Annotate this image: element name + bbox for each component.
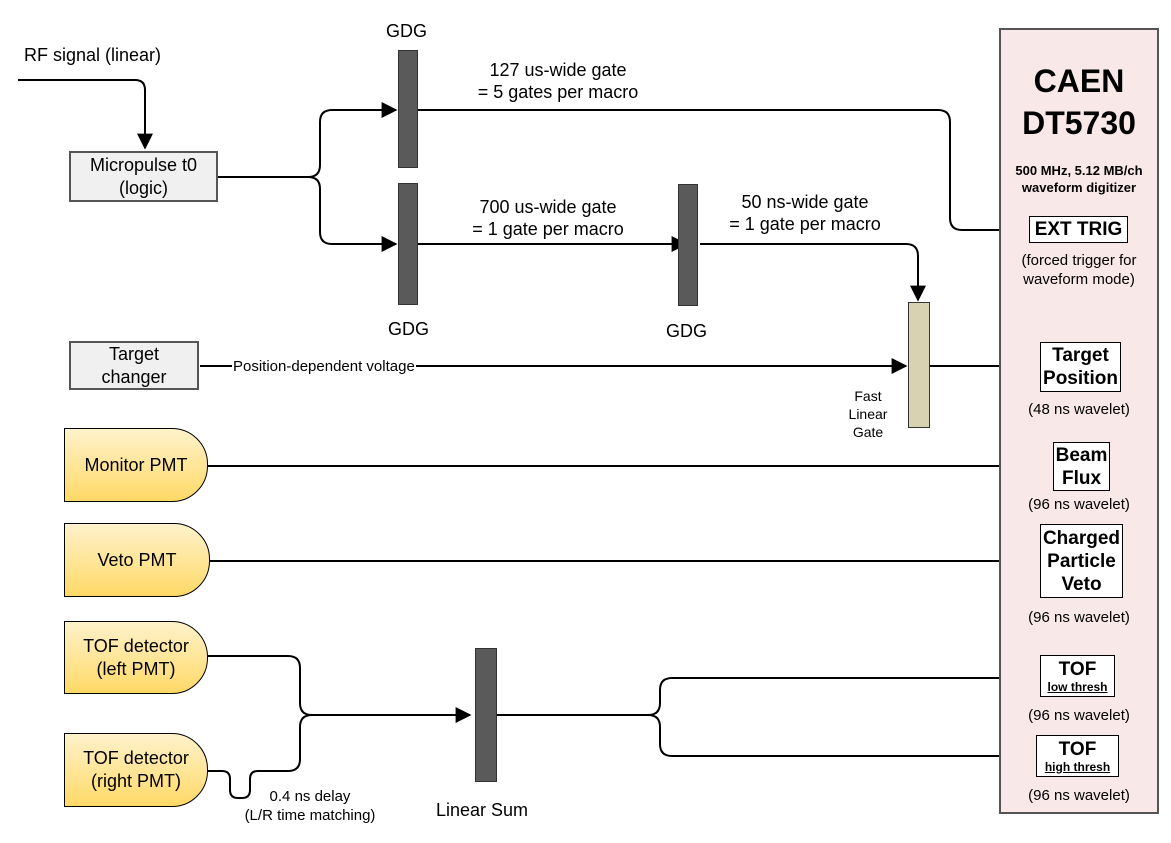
tof-right-line1: TOF detector	[83, 748, 189, 768]
target-position-channel: Target Position	[1040, 342, 1121, 392]
ext-trig-note: (forced trigger for	[1021, 252, 1137, 269]
sum-to-tof-high-wire	[497, 714, 1150, 764]
target-position-line1: Target	[1052, 345, 1109, 366]
veto-note: (96 ns wavelet)	[1028, 609, 1130, 626]
gdg-module-top	[398, 50, 418, 168]
fast-linear-gate-line3: Gate	[852, 424, 884, 440]
gdg-label-top: GDG	[386, 21, 428, 41]
gdg-label-right: GDG	[666, 321, 708, 341]
digitizer-spec: 500 MHz, 5.12 MB/ch	[1015, 163, 1143, 178]
delay-line2: (L/R time matching)	[244, 807, 376, 824]
linear-sum-label: Linear Sum	[436, 800, 529, 820]
ext-trig-channel: EXT TRIG	[1029, 216, 1128, 243]
target-position-note: (48 ns wavelet)	[1028, 401, 1130, 418]
tof-right-wire	[208, 714, 313, 799]
position-voltage-label: Position-dependent voltage	[232, 357, 416, 376]
tof-low-line1: TOF	[1058, 658, 1097, 680]
target-changer-line2: changer	[101, 366, 167, 387]
gdg-module-middle	[398, 183, 418, 305]
tof-left-wire	[208, 655, 472, 723]
target-changer-line1: Target	[108, 343, 160, 364]
fast-linear-gate-label: Fast Linear Gate	[838, 387, 898, 441]
gdg-module-right	[678, 184, 698, 306]
beam-flux-line1: Beam	[1055, 444, 1108, 466]
beam-flux-line2: Flux	[1061, 467, 1102, 489]
fast-linear-gate-module	[908, 302, 930, 428]
micropulse-line2: (logic)	[118, 177, 168, 198]
rf-wire	[18, 79, 153, 150]
gate700-line1: 700 us-wide gate	[479, 197, 617, 217]
gate50-line1: 50 ns-wide gate	[741, 192, 869, 212]
tof-low-note: (96 ns wavelet)	[1028, 707, 1130, 724]
delay-line1: 0.4 ns delay	[269, 788, 351, 805]
target-position-line2: Position	[1043, 368, 1118, 389]
monitor-pmt-label: Monitor PMT	[84, 454, 188, 475]
gdg-label-middle: GDG	[388, 319, 430, 339]
tof-left-line1: TOF detector	[83, 635, 189, 656]
tof-right-line2: (right PMT)	[91, 771, 181, 791]
fast-linear-gate-line1: Fast	[854, 388, 882, 404]
gate127-line1: 127 us-wide gate	[489, 60, 627, 80]
micropulse-to-gdg2-wire	[218, 176, 398, 252]
veto-line2: Particle	[1047, 550, 1116, 572]
sum-to-tof-low-wire	[497, 670, 1150, 716]
target-changer-box: Target changer	[69, 341, 199, 390]
ext-trig-note-2: waveform mode)	[1023, 271, 1135, 288]
linear-sum-module	[475, 648, 497, 782]
gate127-line2: = 5 gates per macro	[477, 82, 639, 102]
gate700-label: 700 us-wide gate = 1 gate per macro	[448, 196, 648, 240]
gdg3-to-gate-wire	[700, 243, 926, 302]
rf-signal-label: RF signal (linear)	[24, 45, 162, 65]
ext-trig-label: EXT TRIG	[1034, 218, 1123, 240]
digitizer-model: DT5730	[1022, 105, 1136, 141]
gdg1-to-exttrig-wire	[418, 109, 1150, 238]
tof-left-pmt: TOF detector (left PMT)	[64, 621, 208, 694]
veto-channel: Charged Particle Veto	[1040, 524, 1123, 598]
veto-line3: Veto	[1061, 573, 1102, 595]
tof-low-line2: low thresh	[1047, 679, 1108, 694]
gate700-line2: = 1 gate per macro	[472, 219, 624, 239]
gate50-label: 50 ns-wide gate = 1 gate per macro	[705, 191, 905, 235]
veto-line1: Charged	[1042, 527, 1121, 549]
digitizer-brand: CAEN	[1033, 63, 1125, 99]
tof-high-line2: high thresh	[1044, 759, 1111, 774]
gate50-line2: = 1 gate per macro	[729, 214, 881, 234]
tof-high-line1: TOF	[1058, 738, 1097, 760]
digitizer-type: waveform digitizer	[1021, 180, 1137, 195]
gate127-label: 127 us-wide gate = 5 gates per macro	[458, 59, 658, 103]
tof-low-channel: TOF low thresh	[1040, 655, 1115, 697]
tof-left-line2: (left PMT)	[96, 658, 176, 679]
beam-flux-channel: Beam Flux	[1053, 442, 1110, 491]
veto-pmt-label: Veto PMT	[97, 549, 177, 570]
delay-label: 0.4 ns delay (L/R time matching)	[240, 787, 380, 825]
fast-linear-gate-line2: Linear	[848, 406, 888, 422]
micropulse-line1: Micropulse t0	[89, 154, 198, 175]
micropulse-to-gdg1-wire	[218, 102, 398, 178]
tof-right-pmt: TOF detector (right PMT)	[64, 733, 208, 807]
beam-flux-note: (96 ns wavelet)	[1028, 496, 1130, 513]
tof-high-channel: TOF high thresh	[1036, 735, 1119, 777]
tof-high-note: (96 ns wavelet)	[1028, 787, 1130, 804]
monitor-pmt: Monitor PMT	[64, 428, 208, 502]
micropulse-box: Micropulse t0 (logic)	[69, 151, 218, 202]
veto-pmt: Veto PMT	[64, 523, 210, 597]
